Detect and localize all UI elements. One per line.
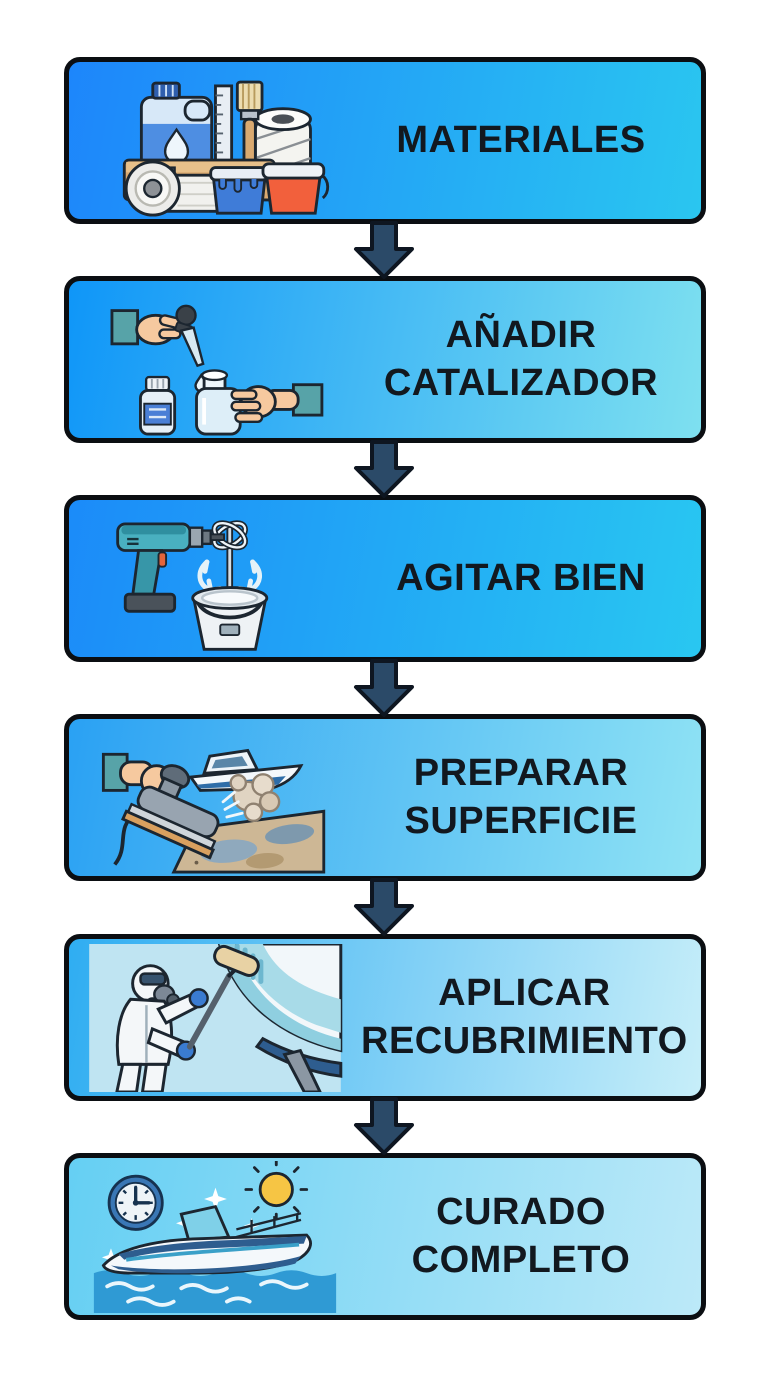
step-box-materiales: MATERIALES (64, 57, 706, 224)
orange-paint-can-icon (261, 161, 330, 215)
drill-icon (115, 521, 225, 613)
step-box-curado-completo: CURADO COMPLETO (64, 1153, 706, 1320)
step-label: MATERIALES (396, 118, 646, 161)
down-arrow-icon (353, 440, 415, 498)
ruler-icon (214, 83, 234, 182)
paint-roller-icon (213, 944, 260, 977)
step-label: APLICAR RECUBRIMIENTO (361, 972, 688, 1062)
step-box-agitar-bien: AGITAR BIEN (64, 495, 706, 662)
step-label: AGITAR BIEN (396, 556, 646, 599)
brush-icon (235, 80, 264, 168)
hull-stand-icon (282, 1048, 322, 1092)
catalyst-bottle-icon (194, 368, 242, 436)
dropper-hand-icon (110, 308, 184, 345)
drill-mixer-icon (69, 500, 361, 657)
painter-icon (115, 944, 260, 1092)
down-arrow-icon (353, 221, 415, 279)
step-label: PREPARAR SUPERFICIE (404, 752, 638, 842)
step-box-aplicar-recubrimiento: APLICAR RECUBRIMIENTO (64, 934, 706, 1101)
step-box-anadir-catalizador: AÑADIR CATALIZADOR (64, 276, 706, 443)
clock-icon (107, 1174, 164, 1231)
add-catalyst-icon (69, 281, 361, 438)
dropper-icon (173, 304, 208, 393)
water-icon (93, 1269, 337, 1313)
sun-icon (244, 1160, 309, 1219)
step-label: CURADO COMPLETO (411, 1191, 631, 1281)
step-box-preparar-superficie: PREPARAR SUPERFICIE (64, 714, 706, 881)
vial-icon (138, 375, 176, 436)
holding-hand-icon (229, 382, 323, 423)
speedboat-icon (101, 1204, 312, 1275)
sander-body-icon (120, 763, 220, 860)
cured-boat-icon (69, 1158, 361, 1315)
down-arrow-icon (353, 659, 415, 717)
dust-cloud-icon (229, 772, 281, 822)
roller-painter-icon (69, 939, 361, 1096)
blue-paint-can-icon (209, 165, 270, 215)
down-arrow-icon (353, 878, 415, 936)
sander-icon (69, 719, 361, 876)
down-arrow-icon (353, 1097, 415, 1155)
step-label: AÑADIR CATALIZADOR (383, 314, 659, 404)
bucket-icon (190, 585, 268, 651)
materials-icon (69, 62, 361, 219)
